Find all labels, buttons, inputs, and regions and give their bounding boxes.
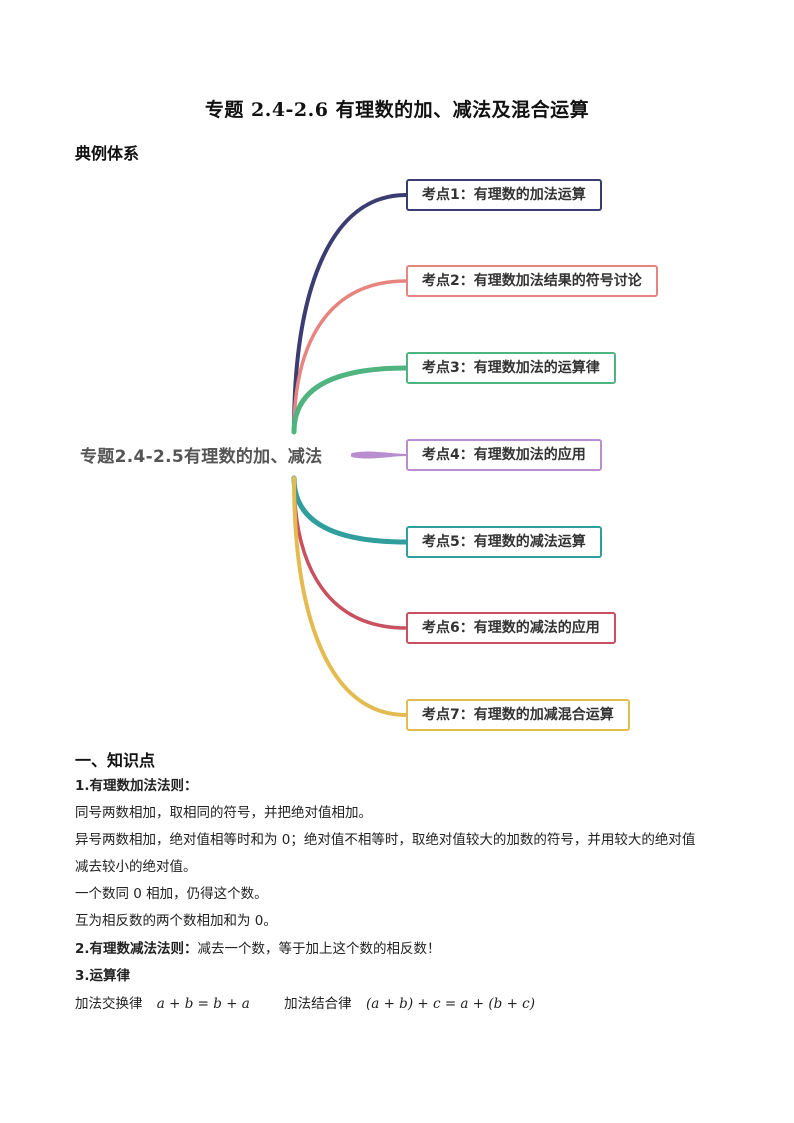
section-heading-examples: 典例体系 <box>75 144 140 163</box>
branch-6 <box>292 476 408 630</box>
rule1-line-2: 异号两数相加，绝对值相等时和为 0；绝对值不相等时，取绝对值较大的加数的符号，并… <box>75 832 696 848</box>
topic-node-4: 考点4：有理数加法的应用 <box>406 439 602 471</box>
topic-node-7: 考点7：有理数的加减混合运算 <box>406 699 630 731</box>
branch-5 <box>291 475 409 545</box>
topic-node-2: 考点2：有理数加法结果的符号讨论 <box>406 265 658 297</box>
mind-map-root: 专题2.4-2.5有理数的加、减法 <box>80 447 323 467</box>
laws-line: 加法交换律 a + b = b + a 加法结合律 (a + b) + c = … <box>75 995 535 1013</box>
commutative-label: 加法交换律 <box>75 996 143 1012</box>
associative-formula: (a + b) + c = a + (b + c) <box>365 996 536 1012</box>
section-heading-knowledge: 一、知识点 <box>75 751 156 770</box>
topic-node-6: 考点6：有理数的减法的应用 <box>406 612 616 644</box>
rule1-line-3: 减去较小的绝对值。 <box>75 859 197 875</box>
branch-1 <box>292 193 408 434</box>
rule2-paragraph: 2.有理数减法法则：减去一个数，等于加上这个数的相反数！ <box>75 940 441 958</box>
rule2-text: 减去一个数，等于加上这个数的相反数！ <box>197 941 441 957</box>
rule1-title: 1.有理数加法法则： <box>75 778 198 794</box>
branch-4 <box>351 451 407 459</box>
topic-node-5: 考点5：有理数的减法运算 <box>406 526 602 558</box>
branch-2 <box>292 279 408 434</box>
rule1-line-4: 一个数同 0 相加，仍得这个数。 <box>75 886 268 902</box>
branch-7 <box>292 476 408 717</box>
branch-3 <box>291 365 409 435</box>
rule2-title: 2.有理数减法法则： <box>75 941 198 957</box>
commutative-formula: a + b = b + a <box>156 996 250 1012</box>
page-title: 专题 2.4-2.6 有理数的加、减法及混合运算 <box>204 99 590 121</box>
mind-map: 专题2.4-2.5有理数的加、减法 考点1：有理数的加法运算 考点2：有理数加法… <box>0 160 794 750</box>
topic-node-3: 考点3：有理数加法的运算律 <box>406 352 616 384</box>
mind-map-branches <box>291 193 409 717</box>
associative-label: 加法结合律 <box>284 996 352 1012</box>
topic-node-1: 考点1：有理数的加法运算 <box>406 179 602 211</box>
rule3-title: 3.运算律 <box>75 968 131 984</box>
rule1-line-5: 互为相反数的两个数相加和为 0。 <box>75 913 277 929</box>
rule1-line-1: 同号两数相加，取相同的符号，并把绝对值相加。 <box>75 805 372 821</box>
